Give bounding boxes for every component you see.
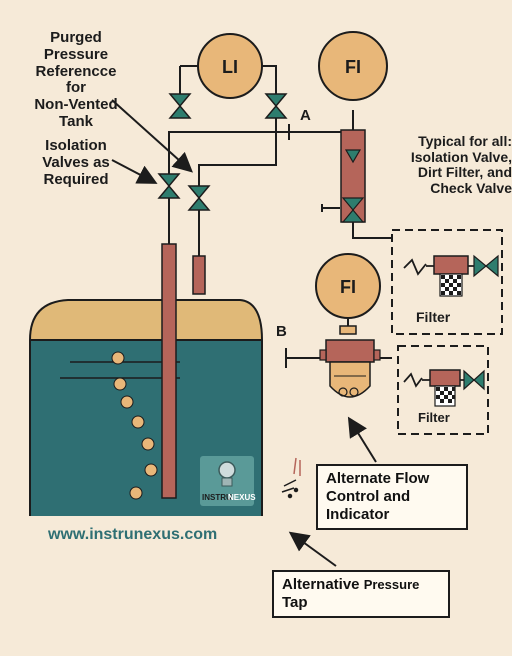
- rotameter: [340, 129, 366, 223]
- bubble: [129, 486, 143, 500]
- reference-stub: [192, 255, 206, 295]
- purged-reference-label: Purged Pressure Referencce for Non-Vente…: [34, 29, 118, 130]
- bubble: [131, 415, 145, 429]
- filter-assembly-2: [403, 369, 485, 407]
- bubble: [144, 463, 158, 477]
- arrow-purged: [111, 99, 193, 173]
- dip-tube: [161, 243, 177, 499]
- alternate-flow-callout: Alternate Flow Control and Indicator: [316, 464, 468, 530]
- point-b-label: B: [276, 323, 287, 340]
- isolation-valves-label: Isolation Valves as Required: [42, 137, 110, 188]
- filter-box-1: [391, 229, 503, 335]
- callout-arrows: [111, 99, 377, 567]
- website-url[interactable]: www.instrunexus.com: [48, 526, 218, 543]
- alternative-tap-callout: Alternative Pressure Tap: [272, 570, 450, 618]
- filter-1-label: Filter: [416, 309, 451, 325]
- alt-tap-sketch: [281, 457, 301, 499]
- bubble: [111, 351, 125, 365]
- logo-text-1: INSTRU: [202, 493, 232, 502]
- arrow-alternate-flow: [347, 416, 377, 463]
- flow-indicator-bottom: [315, 253, 381, 328]
- valve-isolation-right: [187, 185, 211, 211]
- instrunexus-logo: [200, 456, 254, 506]
- filter-assembly-1: [403, 254, 499, 297]
- arrow-isolation: [111, 159, 158, 184]
- bubbles: [111, 351, 158, 500]
- flow-indicator-top: [318, 31, 388, 101]
- logo-text-2: NEXUS: [228, 493, 256, 502]
- tank-outline: [29, 340, 263, 516]
- bubble: [120, 395, 134, 409]
- filter-2-label: Filter: [418, 410, 450, 425]
- li-label: LI: [222, 57, 238, 77]
- arrow-pressure-tap: [288, 531, 337, 567]
- fi-top-label: FI: [345, 57, 361, 77]
- bubble: [141, 437, 155, 451]
- valve-upper-right: [264, 93, 288, 119]
- filter-box-2: [397, 345, 489, 435]
- point-a-label: A: [300, 107, 311, 124]
- valve-isolation-left: [157, 173, 181, 199]
- valves: [157, 93, 288, 211]
- fi-bottom-label: FI: [340, 277, 356, 297]
- tank-vapor-space: [28, 299, 264, 341]
- flow-control-unit: [319, 325, 381, 398]
- valve-upper-left: [168, 93, 192, 119]
- level-indicator: [197, 33, 263, 99]
- typical-note-label: Typical for all: Isolation Valve, Dirt F…: [410, 133, 512, 197]
- bubble: [113, 377, 127, 391]
